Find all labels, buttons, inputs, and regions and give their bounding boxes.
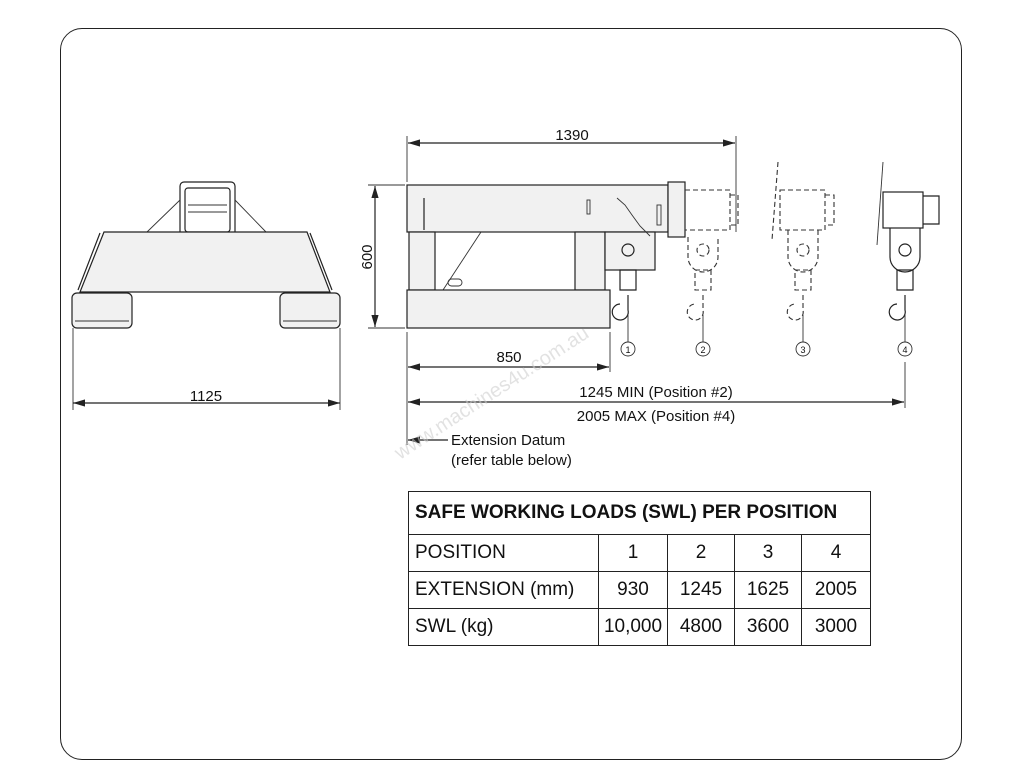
row-label: SWL (kg)	[408, 608, 599, 646]
cell: 4	[801, 534, 871, 572]
cell: 2005	[801, 571, 871, 609]
height-label: 600	[359, 244, 376, 269]
cell: 3600	[734, 608, 802, 646]
hook-position-1	[611, 243, 637, 321]
hook-position-4	[888, 228, 921, 321]
cell: 3000	[801, 608, 871, 646]
cell: 930	[598, 571, 668, 609]
max-extension-label: 2005 MAX (Position #4)	[577, 408, 735, 425]
side-view: 1 2 3 4 1390 600 850 1245 MIN (Position …	[359, 127, 940, 469]
overall-length-label: 1390	[555, 127, 588, 144]
cell: 10,000	[598, 608, 668, 646]
drawing-frame	[60, 28, 962, 760]
min-extension-label: 1245 MIN (Position #2)	[579, 384, 732, 401]
table-row: EXTENSION (mm) 930 1245 1625 2005	[408, 571, 871, 609]
cell: 1245	[667, 571, 735, 609]
cell: 1625	[734, 571, 802, 609]
position-marker-2: 2	[700, 345, 705, 355]
position-marker-3: 3	[800, 345, 805, 355]
row-label: POSITION	[408, 534, 599, 572]
base-length-label: 850	[496, 349, 521, 366]
hook-position-3	[786, 230, 819, 321]
cell: 1	[598, 534, 668, 572]
extension-datum-label: Extension Datum	[451, 432, 565, 449]
position-marker-1: 1	[625, 345, 630, 355]
swl-table: SAFE WORKING LOADS (SWL) PER POSITION PO…	[408, 491, 871, 646]
row-label: EXTENSION (mm)	[408, 571, 599, 609]
table-row: POSITION 1 2 3 4	[408, 534, 871, 572]
hook-position-2	[686, 237, 719, 321]
position-marker-4: 4	[902, 345, 907, 355]
table-row: SWL (kg) 10,000 4800 3600 3000	[408, 608, 871, 646]
cell: 4800	[667, 608, 735, 646]
front-width-label: 1125	[190, 388, 222, 405]
cell: 3	[734, 534, 802, 572]
swl-table-title: SAFE WORKING LOADS (SWL) PER POSITION	[408, 491, 871, 535]
extension-datum-note: (refer table below)	[451, 452, 572, 469]
front-view: 1125	[71, 181, 341, 410]
cell: 2	[667, 534, 735, 572]
